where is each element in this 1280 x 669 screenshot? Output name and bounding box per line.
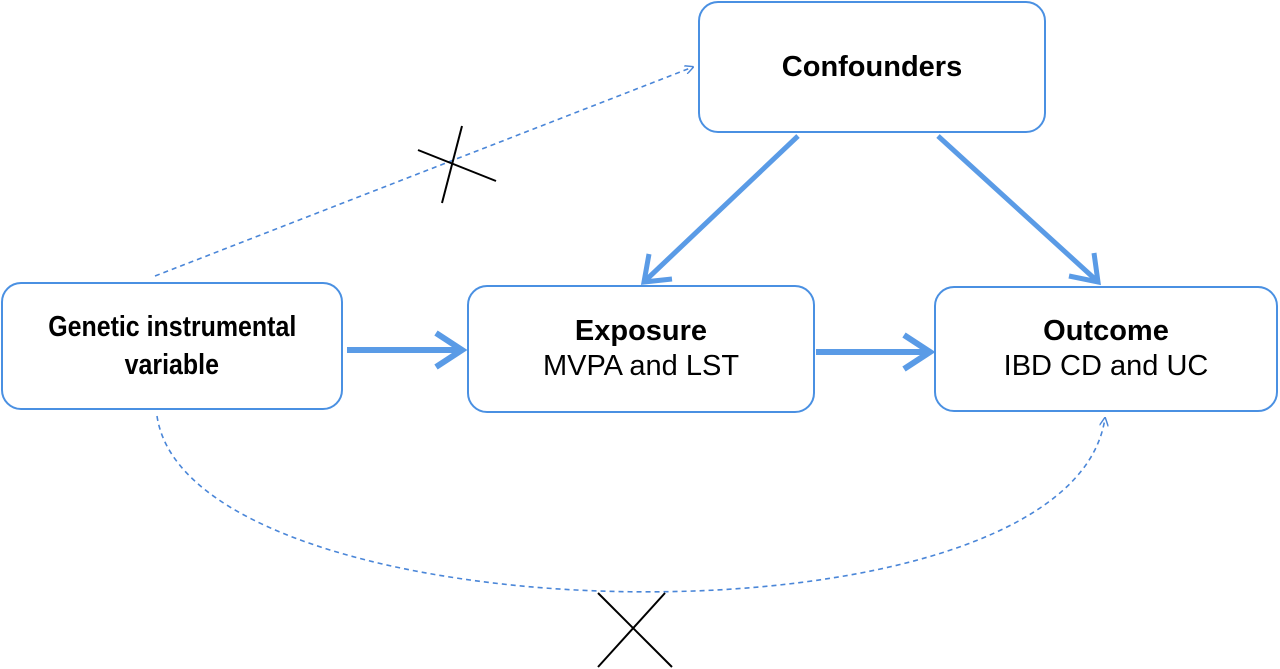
arrow-exposure-to-outcome <box>816 332 936 372</box>
arrow-confounders-to-exposure <box>640 134 800 285</box>
genetic-instrument-title-line1: Genetic instrumental <box>47 311 297 343</box>
confounders-node: Confounders <box>698 1 1046 133</box>
outcome-node: Outcome IBD CD and UC <box>934 286 1278 412</box>
genetic-instrument-title-line2: variable <box>124 349 220 381</box>
exposure-node: Exposure MVPA and LST <box>467 285 815 413</box>
arrow-instrument-to-exposure <box>347 330 468 370</box>
outcome-title: Outcome <box>1043 315 1169 347</box>
cross-mark-confounder-path <box>417 125 497 204</box>
exposure-subtitle: MVPA and LST <box>542 350 740 382</box>
exposure-title: Exposure <box>574 315 708 347</box>
arrow-confounders-to-outcome <box>936 134 1101 286</box>
outcome-subtitle: IBD CD and UC <box>1003 350 1209 382</box>
cross-mark-direct-path <box>597 592 673 668</box>
dashed-arrow-instrument-to-confounders <box>154 67 693 277</box>
dashed-arrow-instrument-to-outcome <box>156 415 1105 593</box>
genetic-instrument-node: Genetic instrumental variable <box>1 282 343 410</box>
confounders-title: Confounders <box>781 51 963 83</box>
